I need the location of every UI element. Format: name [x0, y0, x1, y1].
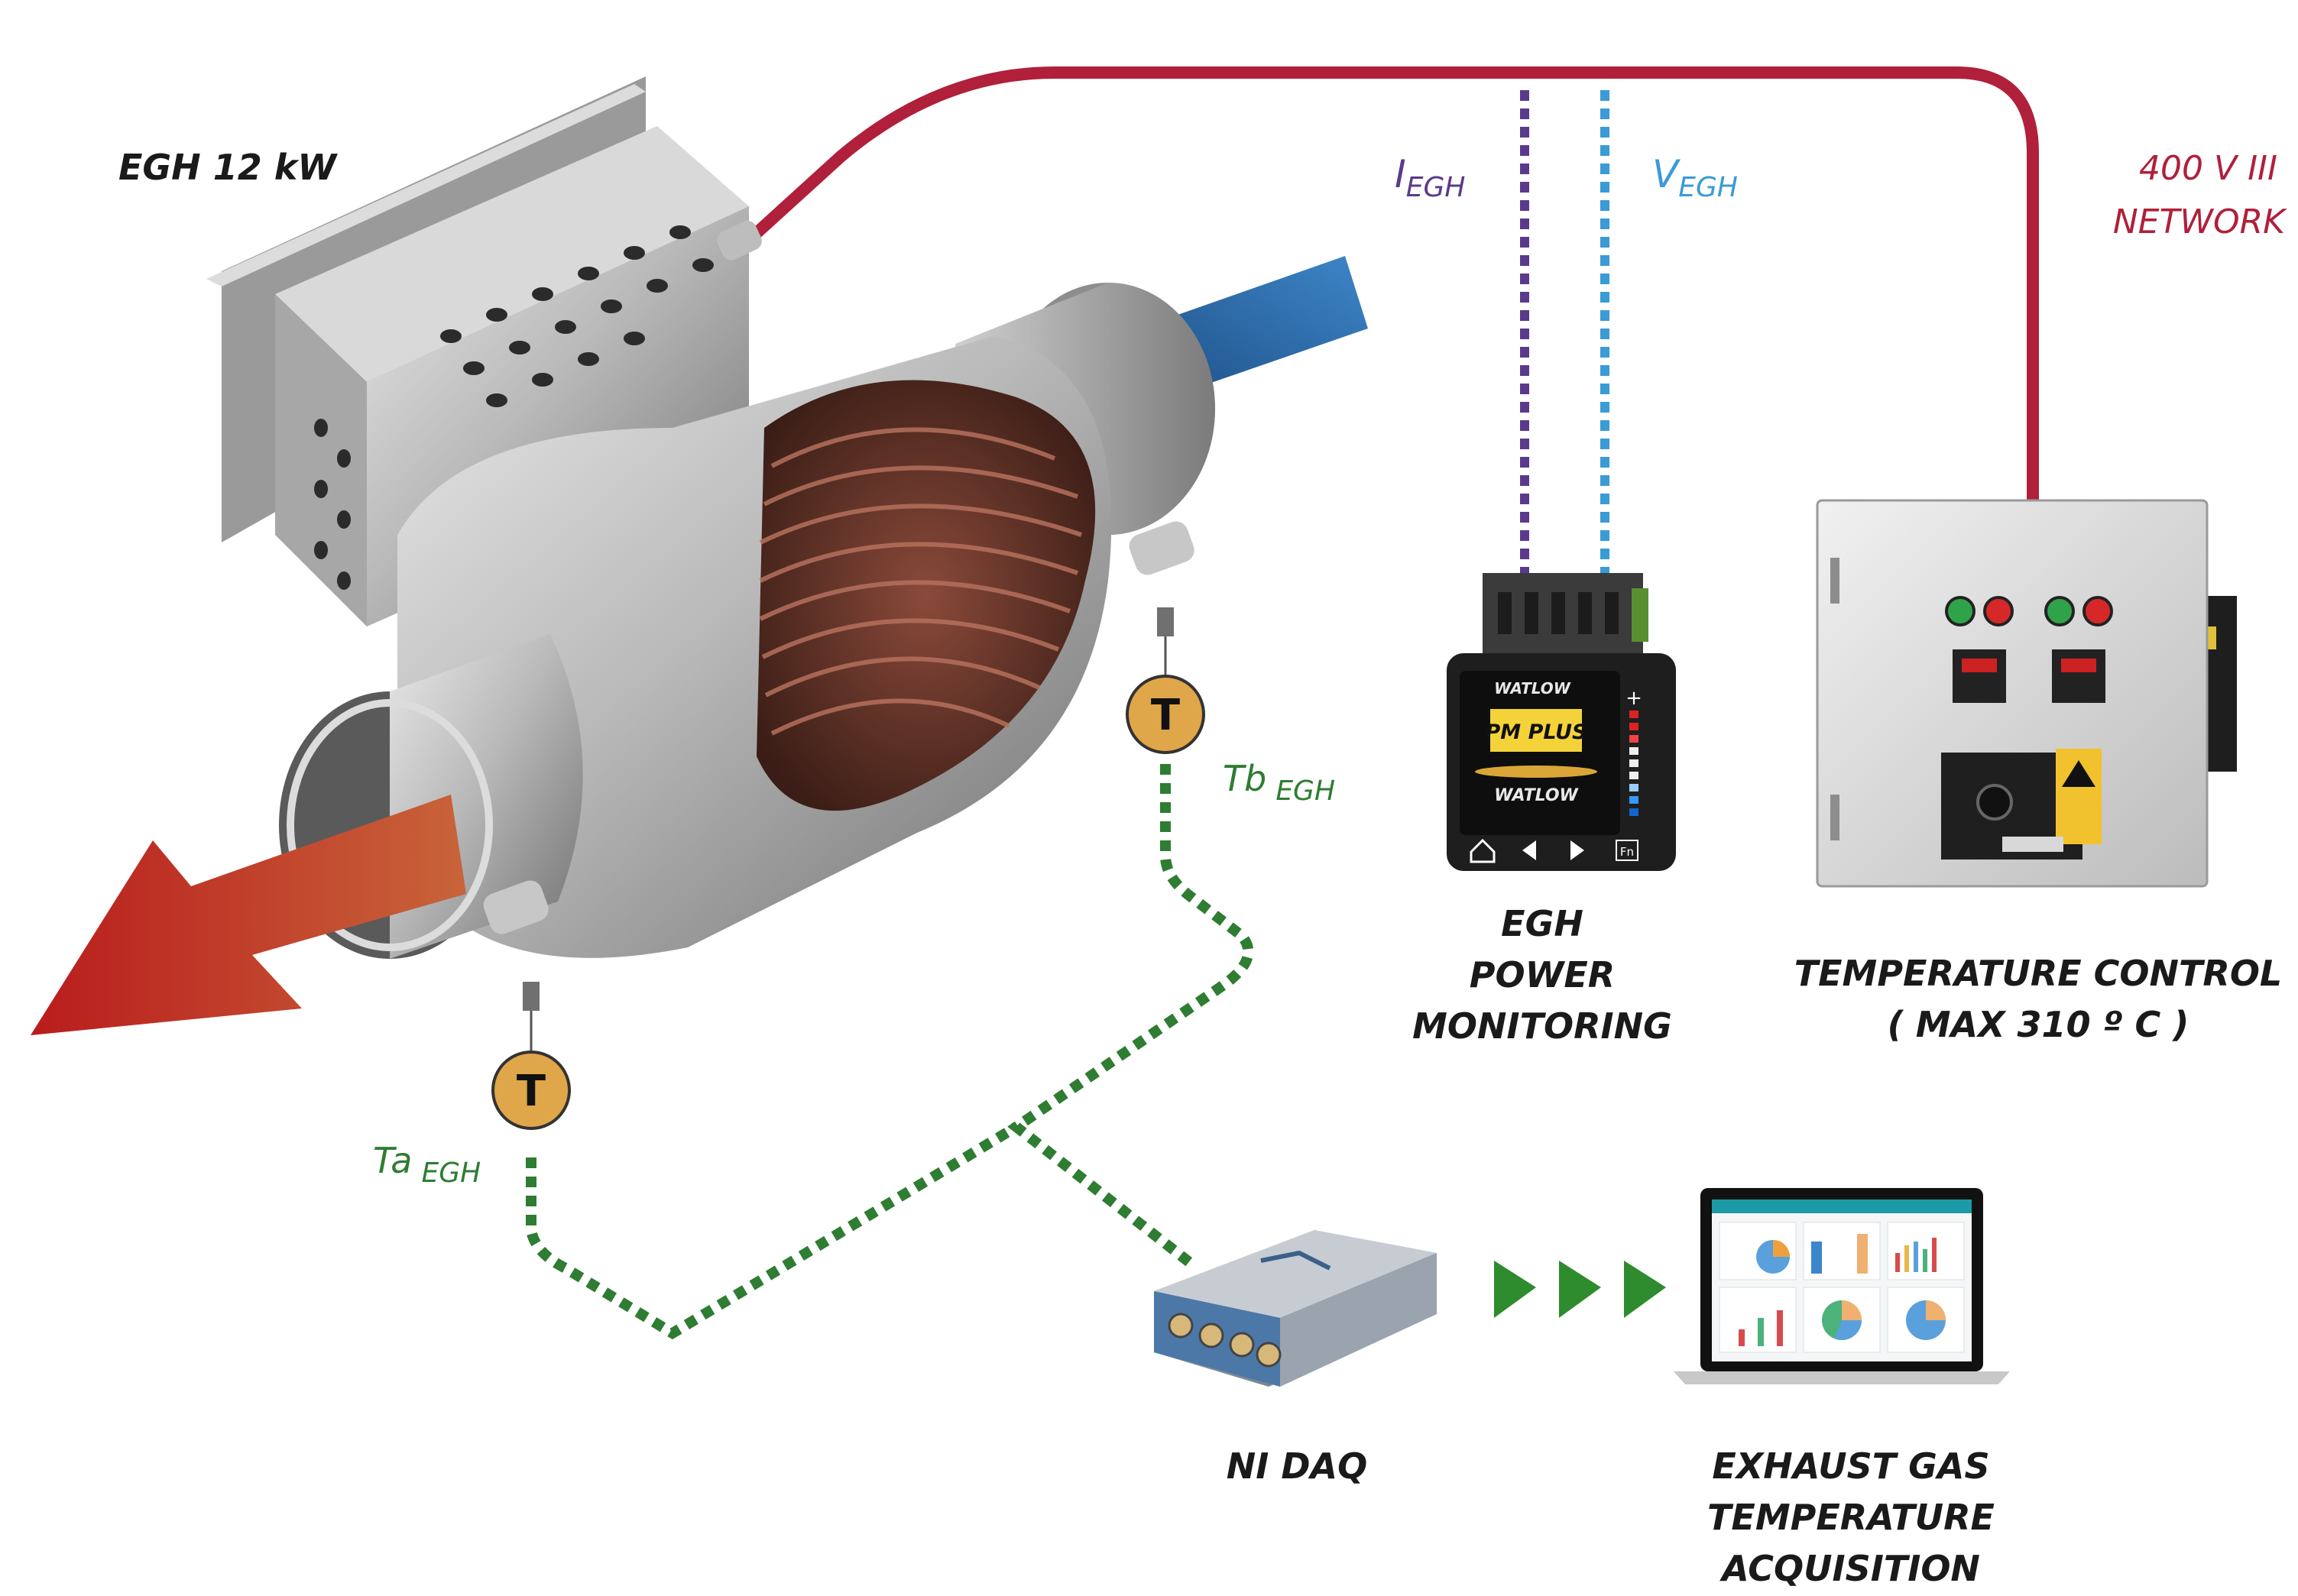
fn-key-label: Fn — [1620, 845, 1634, 859]
watlow-brand-top: WATLOW — [1494, 679, 1571, 698]
main-switch-knob[interactable] — [1976, 784, 2013, 821]
controller-display-1 — [1953, 649, 2006, 703]
home-icon[interactable] — [1470, 838, 1496, 863]
current-label: IEGH — [1395, 152, 1465, 203]
bargraph: + — [1625, 687, 1642, 816]
ni-daq-device — [1154, 1230, 1437, 1387]
power-monitoring-line2: POWER — [1470, 954, 1615, 995]
laptop — [1674, 1188, 2010, 1384]
tb-label-main: Tb — [1223, 758, 1266, 799]
thermocouple-b-line — [1007, 764, 1254, 1269]
voltage-label: VEGH — [1652, 152, 1738, 203]
watlow-model: PM PLUS — [1486, 720, 1587, 744]
egh-title-label: EGH 12 kW — [118, 147, 338, 188]
watlow-brand-bottom: WATLOW — [1494, 786, 1579, 805]
play-arrow-icon — [1494, 1261, 1536, 1318]
green-button-1[interactable] — [1945, 596, 1976, 626]
power-network-line — [750, 66, 2039, 514]
acquisition-line2: TEMPERATURE — [1707, 1497, 1995, 1538]
data-flow-arrows — [1494, 1261, 1666, 1318]
power-monitoring-line3: MONITORING — [1412, 1005, 1672, 1047]
tb-label-sub: EGH — [1275, 775, 1335, 807]
play-arrow-icon — [1559, 1261, 1601, 1318]
play-arrow-icon — [1624, 1261, 1666, 1318]
right-arrow-icon[interactable] — [1570, 840, 1584, 860]
current-label-main: I — [1395, 152, 1406, 196]
ni-daq-label: NI DAQ — [1227, 1445, 1368, 1487]
red-button-1[interactable] — [1983, 596, 2014, 626]
voltage-label-sub: EGH — [1678, 172, 1738, 203]
network-label-line2: NETWORK — [2113, 202, 2287, 241]
temperature-control-line2: ( MAX 310 º C ) — [1888, 1004, 2189, 1045]
thermocouple-ta-symbol: T — [517, 1067, 546, 1116]
controller-display-2 — [2052, 649, 2105, 703]
acquisition-line1: EXHAUST GAS — [1712, 1445, 1989, 1487]
watlow-power-monitor: WATLOW PM PLUS WATLOW + Fn — [1447, 573, 1676, 871]
temperature-control-line1: TEMPERATURE CONTROL — [1794, 953, 2283, 994]
voltage-label-main: V — [1652, 152, 1681, 196]
current-label-sub: EGH — [1406, 172, 1466, 203]
sensor-tb: T — [1126, 607, 1205, 754]
hot-gas-outlet-arrow — [31, 795, 466, 1035]
thermocouple-tb-symbol: T — [1151, 691, 1180, 740]
ta-label: Ta EGH — [373, 1140, 481, 1189]
svg-text:+: + — [1625, 687, 1642, 710]
thermocouple-a-line — [526, 1122, 1019, 1340]
temperature-control-cabinet — [1816, 499, 2237, 888]
red-button-2[interactable] — [2082, 596, 2113, 626]
green-button-2[interactable] — [2044, 596, 2075, 626]
left-arrow-icon[interactable] — [1522, 840, 1536, 860]
sensor-ta: T — [491, 982, 571, 1130]
thermocouple-ta-icon — [491, 1051, 571, 1130]
heating-coil — [757, 380, 1096, 811]
tb-label: Tb EGH — [1223, 758, 1335, 807]
acquisition-line3: ACQUISITION — [1719, 1548, 1980, 1589]
ta-label-sub: EGH — [421, 1157, 481, 1189]
thermocouple-tb-icon — [1126, 675, 1205, 754]
egh-heater — [31, 76, 1368, 1035]
ta-label-main: Ta — [373, 1140, 412, 1181]
laptop-screen-dashboard — [1719, 1222, 1965, 1353]
network-label-line1: 400 V III — [2139, 149, 2277, 188]
power-monitoring-line1: EGH — [1501, 903, 1583, 944]
vent-holes — [314, 225, 714, 590]
fn-key[interactable] — [1616, 840, 1638, 861]
